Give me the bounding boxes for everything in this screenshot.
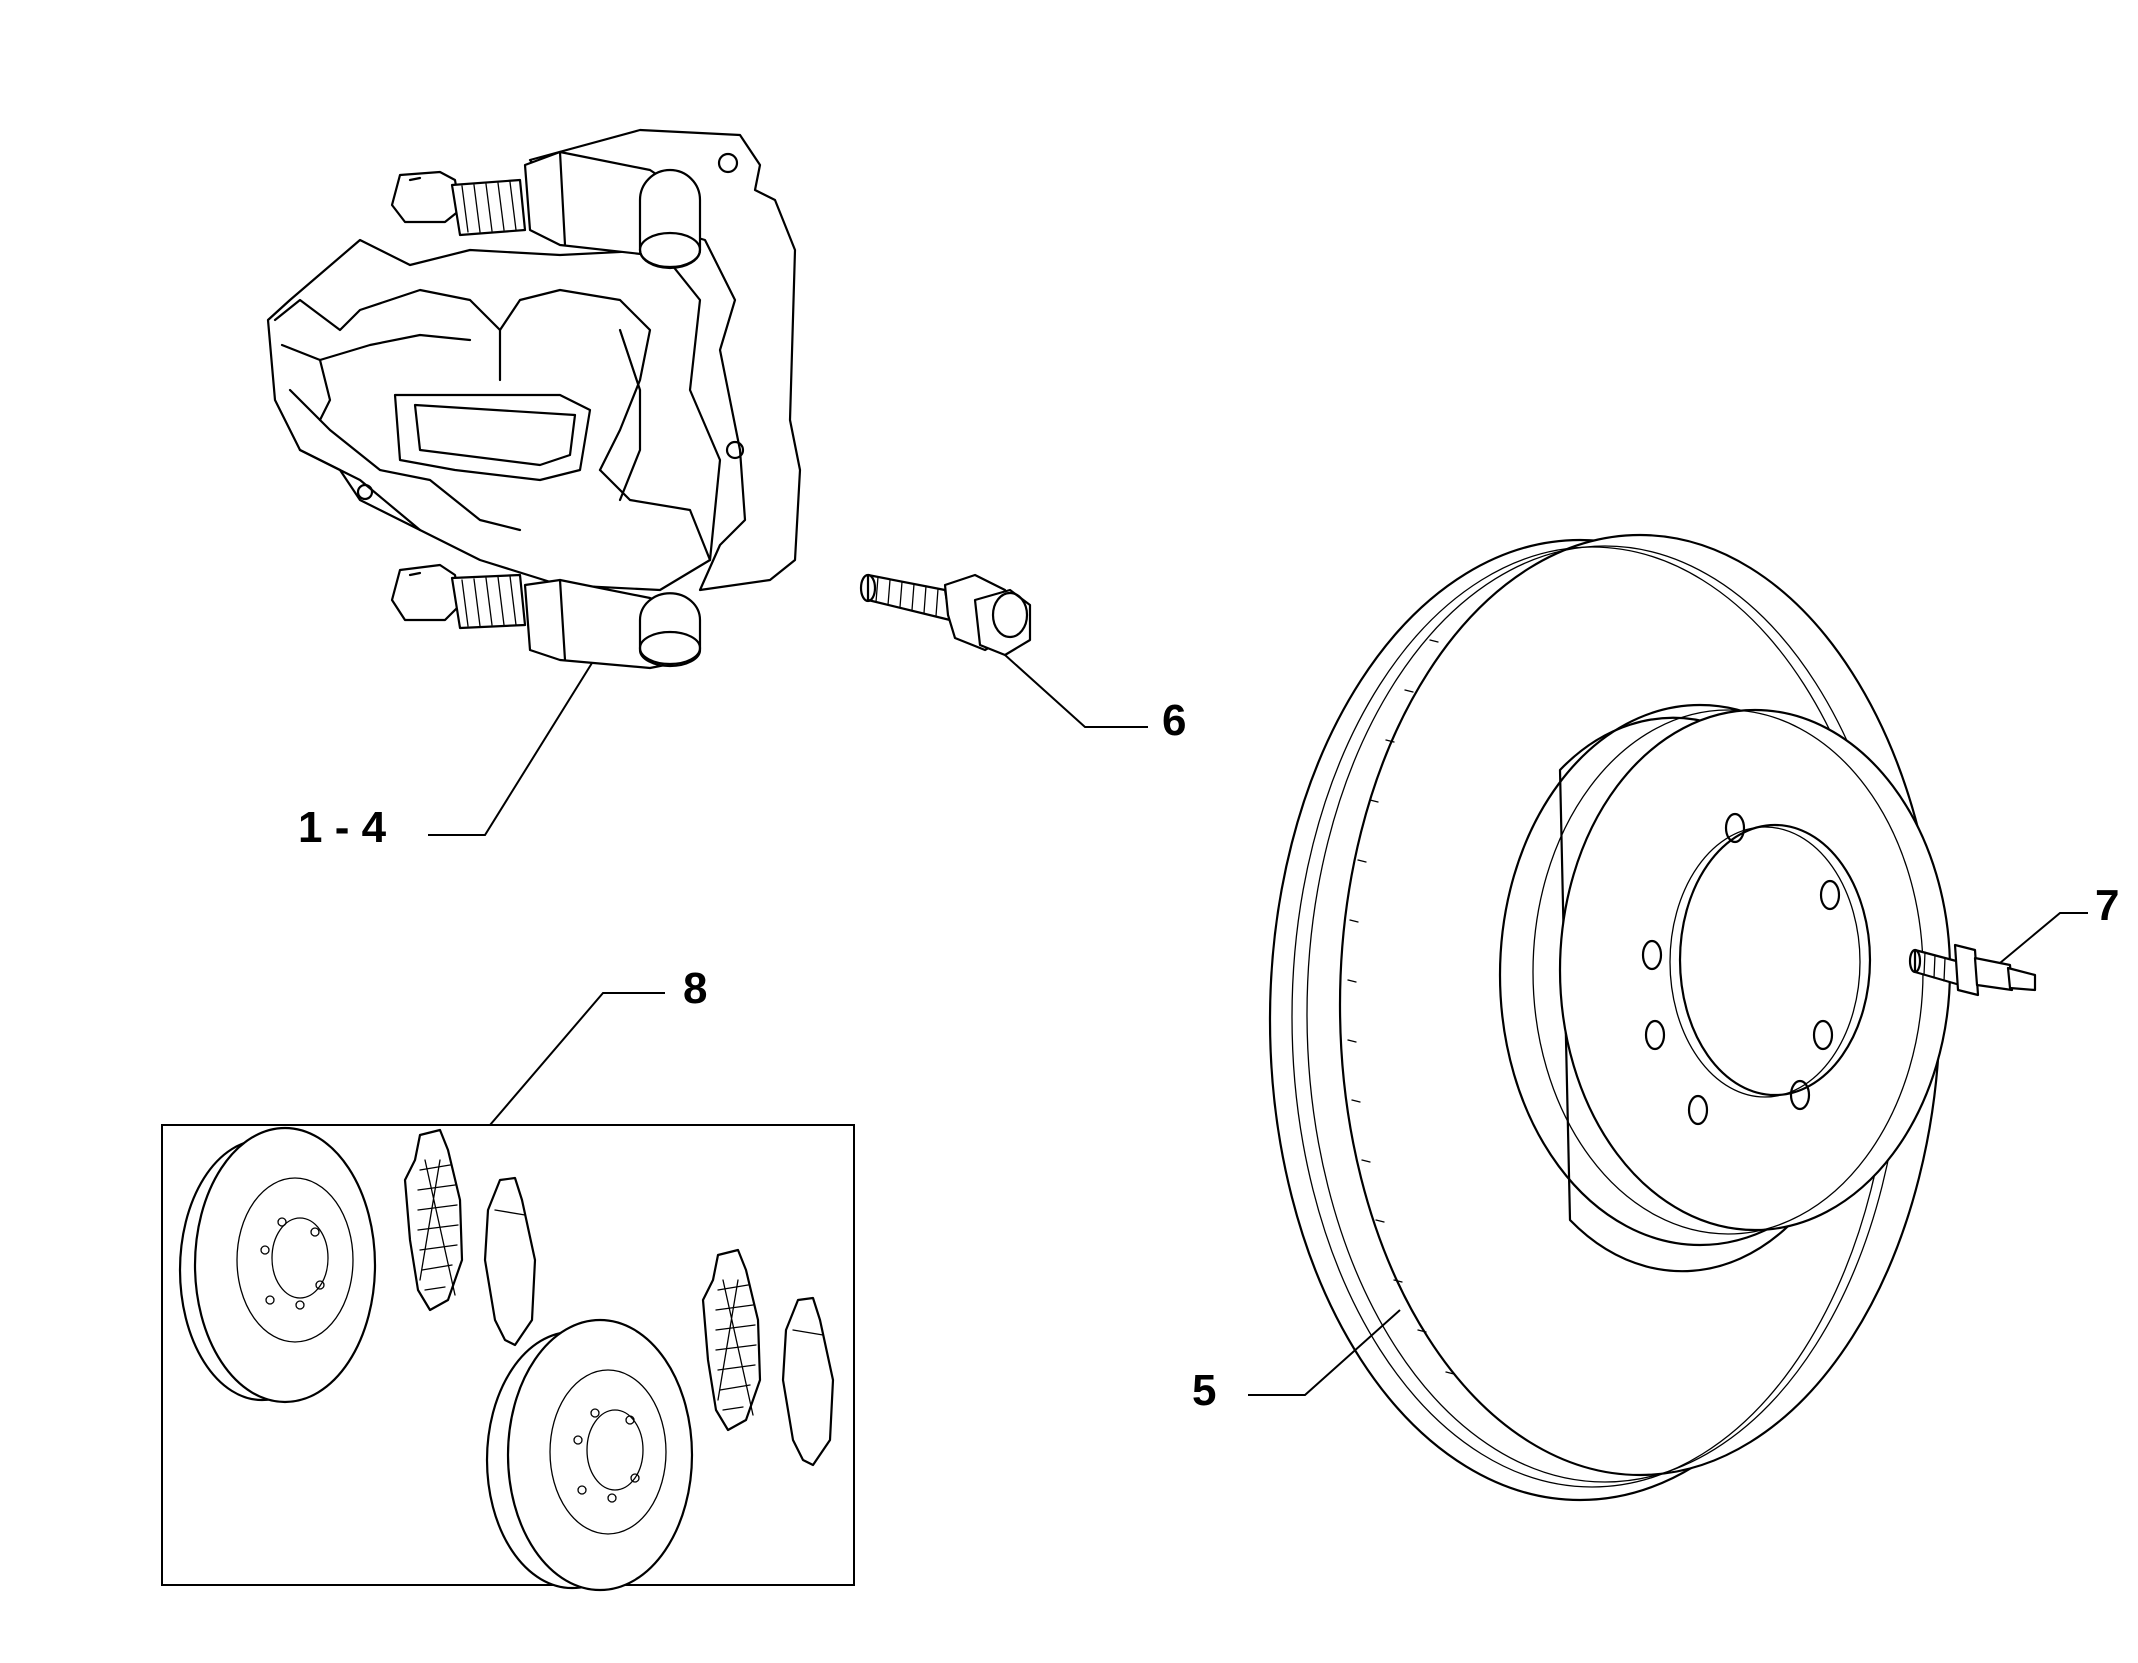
upper-guide-pin (390, 150, 702, 270)
callout-caliper: 1 - 4 (298, 803, 387, 852)
wheel-stud (1908, 943, 2037, 997)
leader-line-stud (1999, 912, 2088, 964)
lower-guide-pin (390, 563, 702, 670)
leader-line-bolt (1004, 654, 1148, 728)
kit-pad-2-friction (701, 1248, 762, 1432)
brake-disc (1268, 533, 1952, 1502)
kit-disc-1 (178, 1126, 377, 1404)
callout-disc: 5 (1192, 1366, 1216, 1415)
kit-pad-1-friction (403, 1128, 464, 1312)
callout-caliper-bolt: 6 (1162, 696, 1186, 745)
kit-frame (161, 1124, 855, 1586)
callout-wheel-stud: 7 (2095, 881, 2119, 930)
leader-line-disc (1248, 1309, 1401, 1396)
kit-pad-1-backing (483, 1176, 537, 1347)
leader-line-caliper (428, 662, 593, 836)
leader-line-kit (489, 992, 665, 1126)
callout-pad-disc-kit: 8 (683, 964, 707, 1013)
caliper-bolt (859, 573, 1032, 657)
kit-pad-2-backing (781, 1296, 835, 1467)
kit-disc-2 (485, 1318, 694, 1592)
brake-caliper (266, 128, 802, 670)
